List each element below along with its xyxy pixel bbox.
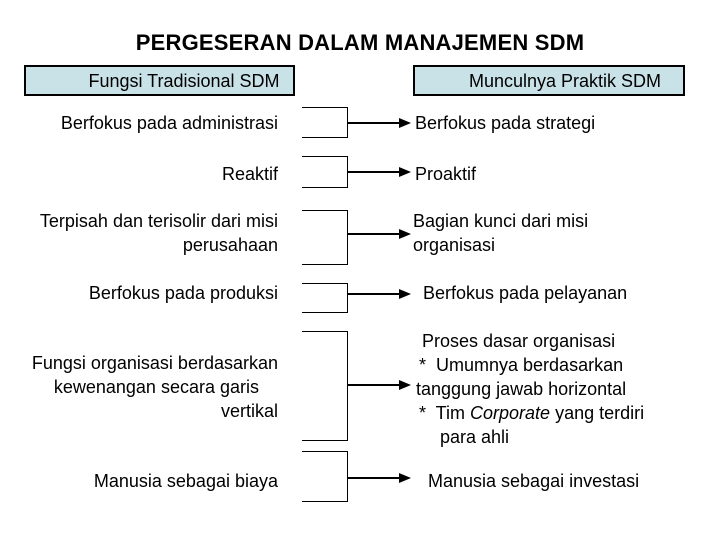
italic-word: Corporate (470, 403, 551, 423)
row-right-text: Proses dasar organisasi * Umumnya berdas… (416, 329, 644, 449)
row-left-line: kewenangan secara garis (53, 377, 259, 397)
arrow-connector (348, 122, 399, 124)
row-left-text: Berfokus pada produksi (88, 283, 278, 303)
bracket-shape (302, 283, 348, 313)
row-left-line: perusahaan (182, 235, 278, 255)
header-box-traditional: Fungsi Tradisional SDM (24, 65, 295, 96)
arrow-connector (348, 233, 399, 235)
row-right-text: Berfokus pada strategi (415, 113, 596, 133)
row-right-line: Bagian kunci dari misi (413, 211, 589, 231)
row-right-text: Manusia sebagai investasi (428, 471, 640, 491)
arrow-head-icon (399, 167, 411, 177)
bracket-shape (302, 451, 348, 502)
row-right-text: Bagian kunci dari misi organisasi (413, 209, 588, 257)
slide-title: PERGESERAN DALAM MANAJEMEN SDM (135, 30, 585, 55)
bracket-shape (302, 107, 348, 138)
row-right-line: tanggung jawab horizontal (416, 379, 627, 399)
header-label-emerging: Munculnya Praktik SDM (468, 70, 662, 91)
arrow-head-icon (399, 229, 411, 239)
arrow-head-icon (399, 473, 411, 483)
row-left-text: Reaktif (221, 164, 278, 184)
arrow-connector (348, 477, 399, 479)
row-left-line: Fungsi organisasi berdasarkan (31, 353, 278, 373)
row-left-text: Berfokus pada administrasi (60, 113, 278, 133)
arrow-connector (348, 384, 399, 386)
arrow-connector (348, 171, 399, 173)
row-left-text: Manusia sebagai biaya (93, 471, 278, 491)
row-left-line: Terpisah dan terisolir dari misi (39, 211, 278, 231)
line-suffix: yang terdiri (550, 403, 645, 423)
row-left-text: Terpisah dan terisolir dari misi perusah… (20, 209, 278, 257)
row-right-line: Proses dasar organisasi (422, 331, 616, 351)
arrow-head-icon (399, 118, 411, 128)
row-right-line: organisasi (413, 235, 496, 255)
header-label-traditional: Fungsi Tradisional SDM (88, 70, 280, 91)
bracket-shape (302, 156, 348, 188)
row-right-line: * Umumnya berdasarkan (419, 355, 624, 375)
row-left-line: vertikal (220, 401, 278, 421)
row-right-text: Proaktif (415, 164, 477, 184)
header-box-emerging: Munculnya Praktik SDM (413, 65, 685, 96)
bracket-shape (302, 331, 348, 441)
arrow-head-icon (399, 380, 411, 390)
line-prefix: * Tim (419, 403, 471, 423)
row-right-line: * Tim Corporate yang terdiri (416, 401, 644, 425)
bracket-shape (302, 210, 348, 265)
arrow-head-icon (399, 289, 411, 299)
row-right-text: Berfokus pada pelayanan (423, 283, 628, 303)
arrow-connector (348, 293, 399, 295)
row-left-text: Fungsi organisasi berdasarkan kewenangan… (20, 351, 278, 423)
row-right-line: para ahli (440, 427, 510, 447)
